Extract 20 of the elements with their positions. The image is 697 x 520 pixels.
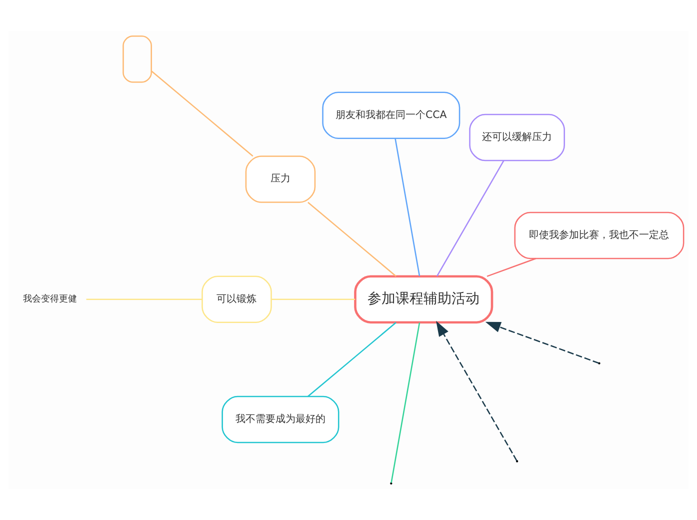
node-box: 压力 xyxy=(245,156,316,203)
connector xyxy=(86,298,202,300)
connector xyxy=(436,160,504,276)
connector xyxy=(308,202,396,277)
node-box: 朋友和我都在同一个CCA xyxy=(322,92,460,139)
arrow xyxy=(436,320,518,462)
connector xyxy=(486,258,536,277)
node-box: 我不需要成为最好的 xyxy=(222,396,340,444)
node-box: 参加课程辅助活动 xyxy=(354,275,494,324)
node-box: 还可以缓解压力 xyxy=(469,114,565,162)
node-box xyxy=(122,35,152,83)
connector xyxy=(390,322,420,483)
connector xyxy=(272,298,356,300)
connector xyxy=(394,138,420,276)
connector xyxy=(308,322,396,397)
connector xyxy=(151,70,254,157)
node-box: 即使我参加比赛，我也不一定总 xyxy=(514,212,684,260)
arrow xyxy=(485,322,599,364)
node-box: 可以锻炼 xyxy=(202,276,272,324)
node-text: 我会变得更健 xyxy=(22,294,77,304)
